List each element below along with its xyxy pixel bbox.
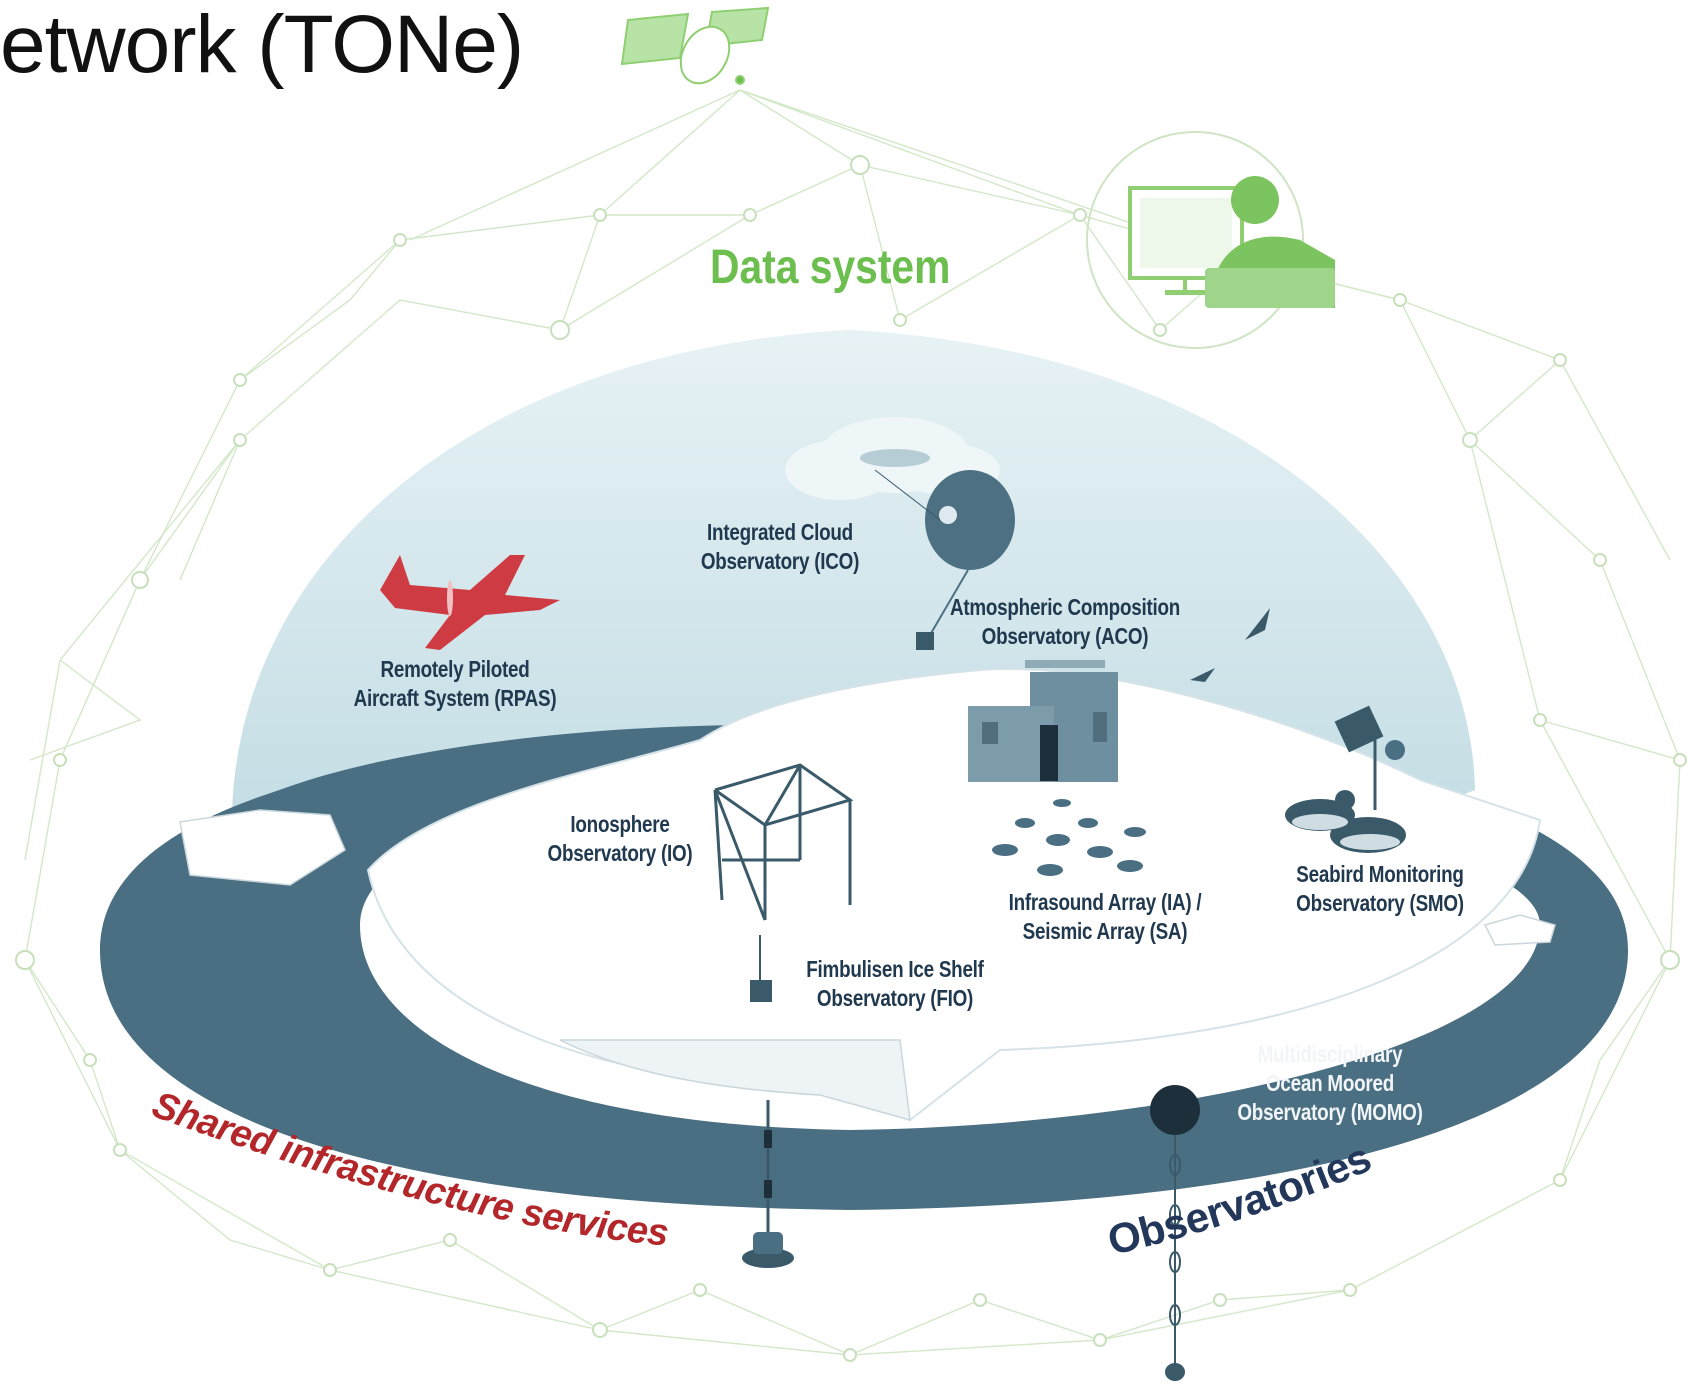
rpas-label-line-1: Remotely Piloted: [380, 656, 530, 682]
satellite-icon: [620, 6, 770, 85]
rpas-label-line-2: Aircraft System (RPAS): [353, 685, 557, 711]
ico-label-line-1: Integrated Cloud: [707, 519, 853, 545]
mooring-buoy-icon: [1150, 1085, 1200, 1381]
smo-label-line-2: Observatory (SMO): [1296, 890, 1464, 916]
smo-label: Seabird Monitoring Observatory (SMO): [1278, 860, 1483, 918]
ocean-ring: [100, 725, 1628, 1210]
rpas-label: Remotely Piloted Aircraft System (RPAS): [336, 655, 574, 713]
cloud-icon: [785, 417, 1000, 500]
page-title: etwork (TONe): [0, 0, 524, 90]
momo-label: Multidisciplinary Ocean Moored Observato…: [1223, 1040, 1436, 1127]
ice-cliff: [559, 1039, 911, 1122]
aircraft-icon: [380, 555, 560, 650]
io-label-line-2: Observatory (IO): [547, 840, 693, 866]
network-nodes: [15, 155, 1687, 1362]
sensor-pods-icon: [992, 799, 1146, 876]
momo-label-line-1: Multidisciplinary: [1257, 1041, 1403, 1067]
fio-label-line-1: Fimbulisen Ice Shelf: [806, 956, 984, 982]
ico-label-line-2: Observatory (ICO): [700, 548, 860, 574]
ico-label: Integrated Cloud Observatory (ICO): [682, 518, 879, 576]
ice-floe-left: [179, 809, 346, 886]
aco-label-line-2: Observatory (ACO): [981, 623, 1149, 649]
solar-panel-icon: [1334, 705, 1405, 810]
aco-label-line-1: Atmospheric Composition: [949, 594, 1181, 620]
data-system-label: Data system: [710, 241, 951, 294]
balloon-icon: [874, 469, 1015, 650]
io-label: Ionosphere Observatory (IO): [538, 810, 702, 868]
aco-label: Atmospheric Composition Observatory (ACO…: [934, 593, 1196, 651]
ia-sa-label: Infrasound Array (IA) / Seismic Array (S…: [986, 888, 1224, 946]
seabird-icon: [1190, 608, 1406, 853]
momo-label-line-2: Ocean Moored: [1265, 1070, 1395, 1096]
fio-label-line-2: Observatory (FIO): [816, 985, 974, 1011]
station-building-icon: [968, 660, 1118, 782]
ia-sa-label-line-1: Infrasound Array (IA) /: [1008, 889, 1202, 915]
momo-label-line-3: Observatory (MOMO): [1237, 1099, 1423, 1125]
computer-user-icon: [1086, 131, 1335, 349]
ocean-band-left: [232, 725, 760, 850]
smo-label-line-1: Seabird Monitoring: [1296, 861, 1464, 887]
ice-shelf-sensor-icon: [742, 935, 794, 1268]
ice-floe-right: [1483, 914, 1556, 946]
io-label-line-1: Ionosphere: [570, 811, 670, 837]
fio-label: Fimbulisen Ice Shelf Observatory (FIO): [793, 955, 998, 1013]
antenna-array-icon: [713, 763, 854, 921]
ia-sa-label-line-2: Seismic Array (SA): [1022, 918, 1188, 944]
